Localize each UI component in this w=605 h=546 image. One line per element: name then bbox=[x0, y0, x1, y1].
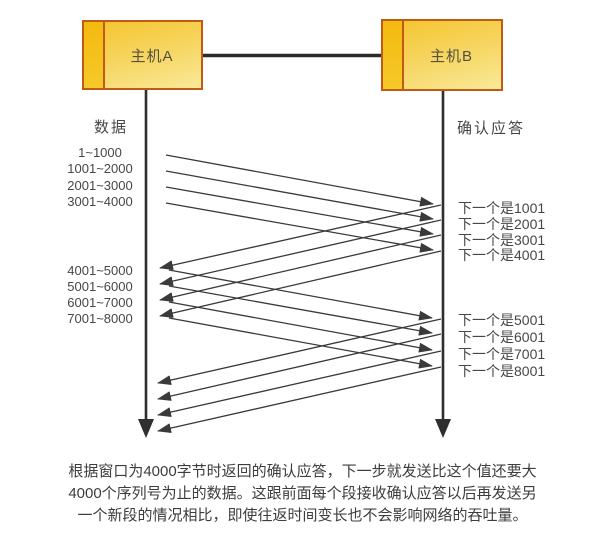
ack-label: 下一个是8001 bbox=[458, 363, 546, 379]
caption-line: 根据窗口为4000字节时返回的确认应答，下一步就发送比这个值还要大 bbox=[68, 463, 537, 480]
ack-arrow bbox=[159, 250, 442, 318]
ack-label: 下一个是6001 bbox=[458, 329, 546, 345]
data-arrow bbox=[168, 269, 433, 321]
segment-label: 1001~2000 bbox=[67, 161, 133, 177]
ack-arrow bbox=[157, 318, 442, 386]
host-a-timeline-arrowhead-icon bbox=[138, 419, 154, 438]
host-a-box-strip bbox=[84, 22, 105, 88]
host-a-box: 主机A bbox=[82, 20, 203, 90]
segment-label: 7001~8000 bbox=[67, 311, 133, 326]
segment-label: 3001~4000 bbox=[67, 193, 133, 209]
data-arrow bbox=[165, 154, 434, 207]
segment-label: 5001~6000 bbox=[67, 279, 133, 294]
ack-arrow bbox=[159, 234, 442, 302]
data-arrow bbox=[165, 202, 434, 253]
ack-labels-batch1: 下一个是1001 下一个是2001 下一个是3001 下一个是4001 bbox=[458, 200, 546, 264]
segment-label: 1~1000 bbox=[78, 145, 122, 160]
host-b-box: 主机B bbox=[381, 19, 503, 91]
caption-text: 根据窗口为4000字节时返回的确认应答，下一步就发送比这个值还要大 4000个序… bbox=[10, 461, 595, 527]
segment-label: 2001~3000 bbox=[67, 177, 133, 193]
ack-label: 下一个是7001 bbox=[458, 346, 546, 362]
data-arrow bbox=[168, 301, 433, 353]
ack-label: 下一个是5001 bbox=[458, 312, 546, 328]
ack-arrow bbox=[157, 333, 442, 401]
data-axis-title: 数据 bbox=[93, 119, 128, 136]
ack-label: 下一个是3001 bbox=[458, 231, 546, 248]
data-arrow bbox=[168, 317, 433, 369]
ack-arrow bbox=[157, 350, 442, 418]
ack-axis-title: 确认应答 bbox=[456, 120, 525, 137]
ack-arrow bbox=[159, 204, 442, 271]
caption-line: 一个新段的情况相比，即使往返时间变长也不会影响网络的吞吐量。 bbox=[77, 507, 528, 524]
ack-labels-batch2: 下一个是5001 下一个是6001 下一个是7001 下一个是8001 bbox=[458, 312, 545, 380]
ack-arrow bbox=[157, 366, 442, 434]
host-b-timeline-arrowhead-icon bbox=[435, 419, 451, 438]
data-arrow bbox=[165, 170, 434, 222]
caption-line: 4000个序列号为止的数据。这跟前面每个段接收确认应答以后再发送另 bbox=[68, 485, 537, 502]
segment-label: 4001~5000 bbox=[67, 263, 133, 278]
ack-label: 下一个是1001 bbox=[458, 200, 546, 216]
ack-label: 下一个是4001 bbox=[458, 247, 546, 264]
ack-arrow bbox=[159, 219, 442, 286]
ack-label: 下一个是2001 bbox=[458, 215, 546, 232]
data-segment-labels-batch1: 1~1000 1001~2000 2001~3000 3001~4000 bbox=[60, 145, 140, 210]
host-b-box-strip bbox=[383, 21, 404, 89]
host-b-label: 主机B bbox=[429, 47, 473, 65]
host-a-label: 主机A bbox=[130, 47, 174, 65]
data-arrow bbox=[168, 285, 433, 336]
segment-label: 6001~7000 bbox=[67, 295, 133, 310]
data-arrow bbox=[165, 186, 434, 237]
data-segment-labels-batch2: 4001~5000 5001~6000 6001~7000 7001~8000 bbox=[60, 263, 140, 327]
